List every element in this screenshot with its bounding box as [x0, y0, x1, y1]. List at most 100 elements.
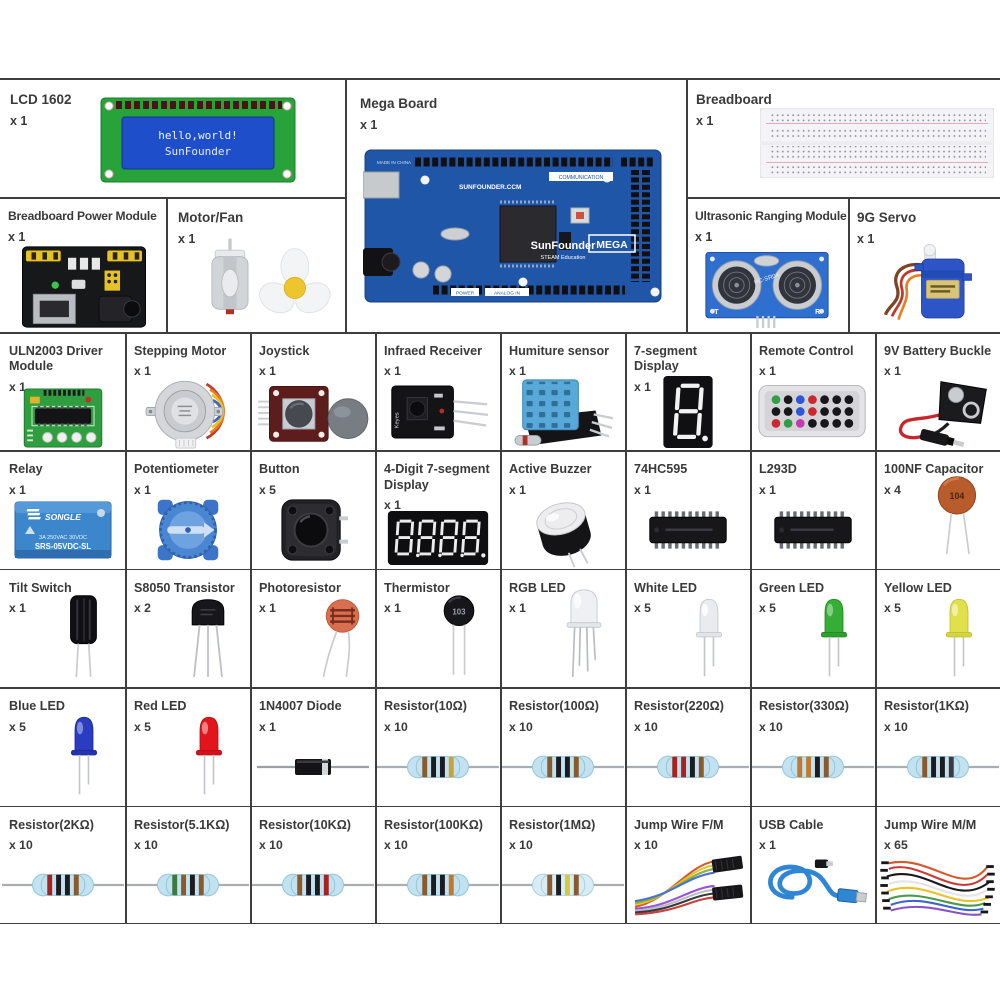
mega-badge-text: MEGA	[596, 239, 628, 251]
item-label: Photoresistor	[259, 580, 341, 595]
item-qty: x 5	[759, 601, 776, 616]
item-photo-wrap	[0, 850, 125, 921]
item-label: Resistor(220Ω)	[634, 699, 724, 714]
resistor-photo	[1, 873, 124, 897]
item-photo-wrap	[500, 494, 625, 568]
item-photo-wrap	[375, 850, 500, 921]
item-photo-wrap	[750, 376, 875, 447]
kit-item-relay: Relay x 1 SONGLE 3A 250VAC 30VDC SRS-05V…	[0, 450, 125, 568]
item-label: Resistor(10Ω)	[384, 699, 467, 714]
item-label: ULN2003 Driver Module	[9, 344, 103, 374]
kit-item-resistor-5-1kohm: Resistor(5.1KΩ) x 10	[125, 806, 250, 924]
item-photo-wrap	[375, 731, 500, 802]
item-photo-wrap	[625, 375, 750, 448]
relay-brand-text: SONGLE	[45, 512, 81, 522]
grid-divider	[875, 332, 877, 924]
capacitor-code-text: 104	[950, 491, 965, 501]
item-qty: x 4	[884, 482, 901, 497]
green-led-photo	[821, 598, 847, 677]
item-photo-wrap	[500, 850, 625, 921]
kit-item-resistor-1kohm: Resistor(1KΩ) x 10	[875, 687, 1000, 805]
item-qty: x 1	[134, 482, 151, 497]
item-label-block: Ultrasonic Ranging Module x 1	[695, 209, 847, 244]
item-qty: x 1	[9, 482, 26, 497]
jump-wire-fm-photo	[634, 856, 743, 916]
item-photo-wrap	[125, 850, 250, 921]
kit-item-resistor-1mohm: Resistor(1MΩ) x 10	[500, 806, 625, 924]
item-qty: x 10	[884, 719, 908, 734]
rgb-led-photo	[566, 589, 602, 677]
item-qty: x 10	[9, 837, 33, 852]
blue-led-photo	[71, 716, 97, 795]
stepping-motor-photo	[145, 380, 225, 449]
item-qty: x 1	[360, 117, 378, 132]
lcd-screen-line1: hello,world!	[158, 129, 237, 142]
item-photo-wrap	[250, 850, 375, 921]
item-label: Resistor(330Ω)	[759, 699, 849, 714]
kit-item-uln2003-driver-module: ULN2003 Driver Module x 1	[0, 332, 125, 450]
item-label-block: 9G Servo x 1	[857, 209, 916, 246]
kit-item-resistor-10ohm: Resistor(10Ω) x 10	[375, 687, 500, 805]
kit-item-tilt-switch: Tilt Switch x 1	[0, 569, 125, 687]
item-qty: x 1	[10, 113, 28, 128]
item-label: Relay	[9, 462, 43, 477]
item-photo-wrap	[500, 731, 625, 802]
grid-divider	[166, 197, 168, 332]
grid-divider	[0, 78, 1000, 80]
item-label: Breadboard	[696, 92, 772, 107]
grid-divider	[625, 332, 627, 924]
mega-board-photo: MADE IN CHINA SUNFOUNDER.CCM COMMUNICATI…	[363, 149, 662, 303]
servo-photo	[883, 243, 972, 320]
thermistor-code-text: 103	[452, 607, 466, 616]
item-qty: x 1	[178, 231, 196, 246]
item-label: Active Buzzer	[509, 462, 592, 477]
item-qty: x 1	[634, 482, 651, 497]
item-label-block: Breadboard x 1	[696, 91, 772, 128]
item-label: Button	[259, 462, 300, 477]
kit-grid: LCD 1602 x 1 hello,world! SunFounder Meg…	[0, 78, 1000, 924]
item-photo-wrap	[0, 388, 125, 448]
grid-divider	[848, 197, 850, 332]
item-qty: x 1	[509, 482, 526, 497]
ir-brand-text: Keyes	[394, 412, 400, 428]
resistor-photo	[376, 873, 499, 897]
mega-power-text: POWER	[456, 291, 475, 297]
lcd-screen-line2: SunFounder	[165, 145, 232, 158]
grid-divider	[345, 78, 347, 332]
item-label: L293D	[759, 462, 797, 477]
mega-analog-text: ANALOG IN	[494, 291, 521, 297]
grid-divider	[750, 332, 752, 924]
item-photo-wrap	[125, 376, 250, 449]
joystick-photo	[257, 385, 368, 442]
item-label: USB Cable	[759, 817, 824, 832]
item-label: Resistor(10KΩ)	[259, 817, 351, 832]
item-qty: x 10	[759, 719, 783, 734]
component-grid: ULN2003 Driver Module x 1 Stepping Motor	[0, 332, 1000, 924]
kit-item-4-digit-7-segment-display: 4-Digit 7-segment Display x 1	[375, 450, 500, 568]
item-qty: x 5	[634, 601, 651, 616]
item-qty: x 1	[857, 231, 875, 246]
relay-model-text: SRS-05VDC-SL	[34, 542, 91, 551]
resistor-photo	[626, 755, 749, 779]
item-label: White LED	[634, 580, 697, 595]
item-label: Humiture sensor	[509, 344, 610, 358]
kit-item-white-led: White LED x 5	[625, 569, 750, 687]
item-label: S8050 Transistor	[134, 580, 235, 595]
kit-item-yellow-led: Yellow LED x 5	[875, 569, 1000, 687]
item-qty: x 1	[696, 113, 714, 128]
item-qty: x 1	[259, 601, 276, 616]
kit-item-humiture-sensor: Humiture sensor x 1	[500, 332, 625, 450]
kit-item-red-led: Red LED x 5	[125, 687, 250, 805]
kit-item-rgb-led: RGB LED x 1	[500, 569, 625, 687]
resistor-photo	[501, 755, 624, 779]
item-label: Resistor(1MΩ)	[509, 817, 596, 832]
item-qty: x 1	[759, 364, 776, 379]
kit-item-remote-control: Remote Control x 1	[750, 332, 875, 450]
item-photo-wrap: SONGLE 3A 250VAC 30VDC SRS-05VDC-SL	[0, 494, 125, 565]
item-photo-wrap	[875, 850, 1000, 921]
item-label: Ultrasonic Ranging Module	[695, 209, 847, 223]
item-photo-wrap	[750, 494, 875, 565]
jump-wire-mm-photo	[879, 861, 995, 917]
white-led-photo	[696, 598, 722, 677]
item-photo-wrap	[250, 494, 375, 565]
